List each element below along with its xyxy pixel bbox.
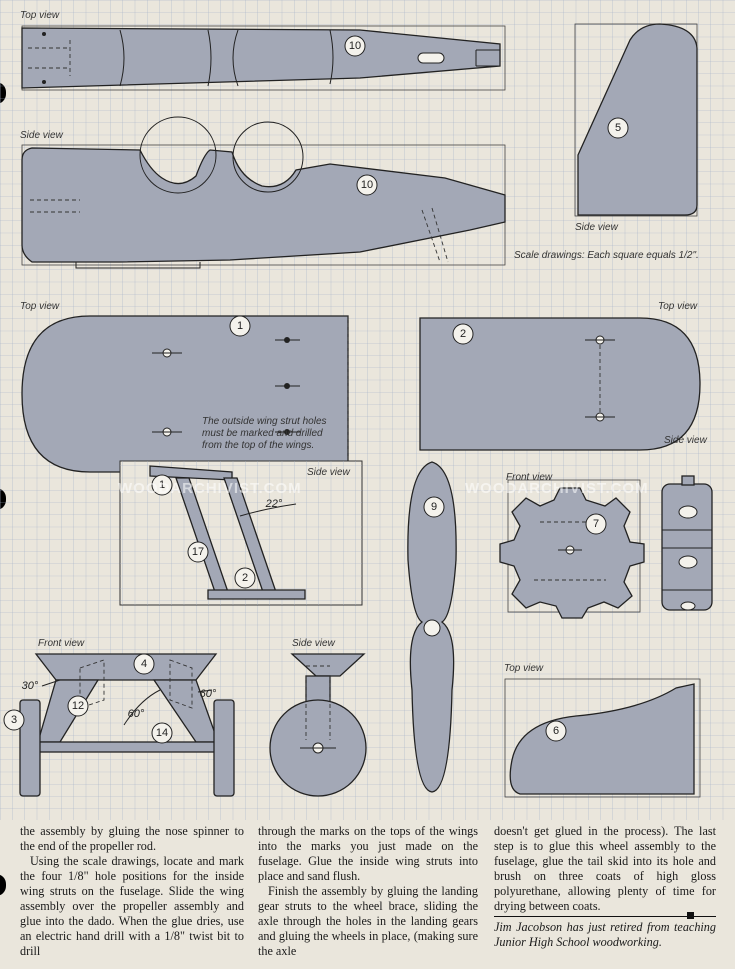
- strut-side-view: 22° Side view 1 17 2: [119, 460, 363, 606]
- part-number-5: 5: [615, 122, 621, 134]
- part-number-9: 9: [431, 501, 437, 513]
- article-text: the assembly by gluing the nose spinner …: [0, 824, 735, 969]
- wing-note: from the top of the wings.: [202, 440, 314, 451]
- landing-gear-front-view: 30° 60° 60° Front view 4 12 3 14: [3, 638, 235, 797]
- part-number-2: 2: [242, 572, 248, 584]
- view-label: Side view: [575, 222, 619, 233]
- part-number-17: 17: [192, 546, 204, 558]
- angle-label: 60°: [200, 688, 217, 700]
- part-number-10: 10: [349, 40, 361, 52]
- spinner-front-view: Front view 7: [499, 472, 645, 619]
- tail-side-view: Side view 5: [574, 23, 698, 233]
- article-paragraph: Finish the assembly by gluing the landin…: [258, 884, 478, 958]
- view-label: Top view: [658, 301, 698, 312]
- wing-note: The outside wing strut holes: [202, 416, 327, 427]
- part-number-12: 12: [72, 700, 84, 712]
- propeller: 9: [407, 461, 457, 793]
- part-number-3: 3: [11, 714, 17, 726]
- view-label: Front view: [38, 638, 85, 649]
- watermark: WOODARCHIVIST.COM: [465, 480, 649, 497]
- wheel-side-view: Side view: [269, 638, 367, 797]
- part-number-6: 6: [553, 725, 559, 737]
- binder-hole: [0, 874, 6, 896]
- article-paragraph: the assembly by gluing the nose spinner …: [20, 824, 244, 853]
- part-number-10: 10: [361, 179, 373, 191]
- fuselage-side-view: Side view 10: [20, 116, 506, 269]
- view-label: Side view: [292, 638, 336, 649]
- article-column-3: doesn't get glued in the process). The l…: [494, 824, 716, 950]
- author-bio: Jim Jacobson has just retired from teach…: [494, 920, 716, 949]
- wing-note: must be marked and drilled: [202, 428, 323, 439]
- wing-right-top-view: Top view 2: [419, 301, 701, 451]
- part-number-7: 7: [593, 518, 599, 530]
- article-column-2: through the marks on the tops of the win…: [258, 824, 478, 959]
- article-paragraph: through the marks on the tops of the win…: [258, 824, 478, 883]
- fuselage-top-view: Top view 10: [20, 10, 506, 91]
- part-number-1: 1: [237, 320, 243, 332]
- watermark: WOODARCHIVIST.COM: [118, 480, 302, 497]
- part-number-1: 1: [159, 479, 165, 491]
- article-paragraph: Using the scale drawings, locate and mar…: [20, 854, 244, 958]
- wing-left-top-view: Top view 1 The outside wing strut holes …: [20, 301, 349, 473]
- stabilizer-top-view: Top view 6: [504, 663, 701, 798]
- view-label: Side view: [664, 435, 708, 446]
- part-number-14: 14: [156, 727, 168, 739]
- part-number-4: 4: [141, 658, 147, 670]
- angle-label: 60°: [128, 708, 145, 720]
- spinner-side-view: Side view: [661, 435, 713, 611]
- view-label: Side view: [20, 130, 64, 141]
- view-label: Top view: [504, 663, 544, 674]
- angle-label: 22°: [265, 498, 283, 510]
- scale-note: Scale drawings: Each square equals 1/2".: [514, 250, 699, 261]
- end-rule: [494, 912, 716, 919]
- view-label: Top view: [20, 10, 60, 21]
- view-label: Top view: [20, 301, 60, 312]
- scale-drawings: Top view 10 Side view 10 Side view 5 Sca…: [0, 0, 735, 820]
- article-column-1: the assembly by gluing the nose spinner …: [20, 824, 244, 959]
- angle-label: 30°: [22, 680, 39, 692]
- view-label: Side view: [307, 467, 351, 478]
- part-number-2: 2: [460, 328, 466, 340]
- end-mark: [687, 912, 694, 919]
- article-paragraph: doesn't get glued in the process). The l…: [494, 824, 716, 913]
- view-label: Front view: [506, 472, 553, 483]
